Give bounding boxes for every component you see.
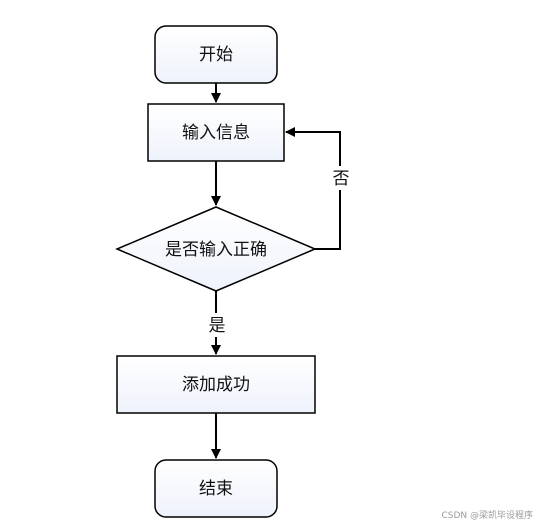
csdn-watermark: CSDN @梁凯毕设程序 <box>441 511 533 521</box>
decision-node: 是否输入正确 <box>115 206 317 292</box>
end-node-label: 结束 <box>199 479 233 499</box>
yes-label-background <box>206 313 228 337</box>
edge-decision-no-loop <box>285 127 341 250</box>
success-node: 添加成功 <box>116 355 316 414</box>
edge-label-no: 否 <box>333 169 350 189</box>
success-node-label: 添加成功 <box>182 375 250 395</box>
input-info-node-label: 输入信息 <box>182 123 250 143</box>
start-node: 开始 <box>154 25 278 84</box>
no-label-background <box>330 166 352 190</box>
input-info-node: 输入信息 <box>147 103 285 162</box>
start-node-label: 开始 <box>199 45 233 65</box>
decision-node-label: 是否输入正确 <box>165 240 267 260</box>
end-node: 结束 <box>154 459 278 518</box>
edge-label-yes: 是 <box>209 316 226 336</box>
